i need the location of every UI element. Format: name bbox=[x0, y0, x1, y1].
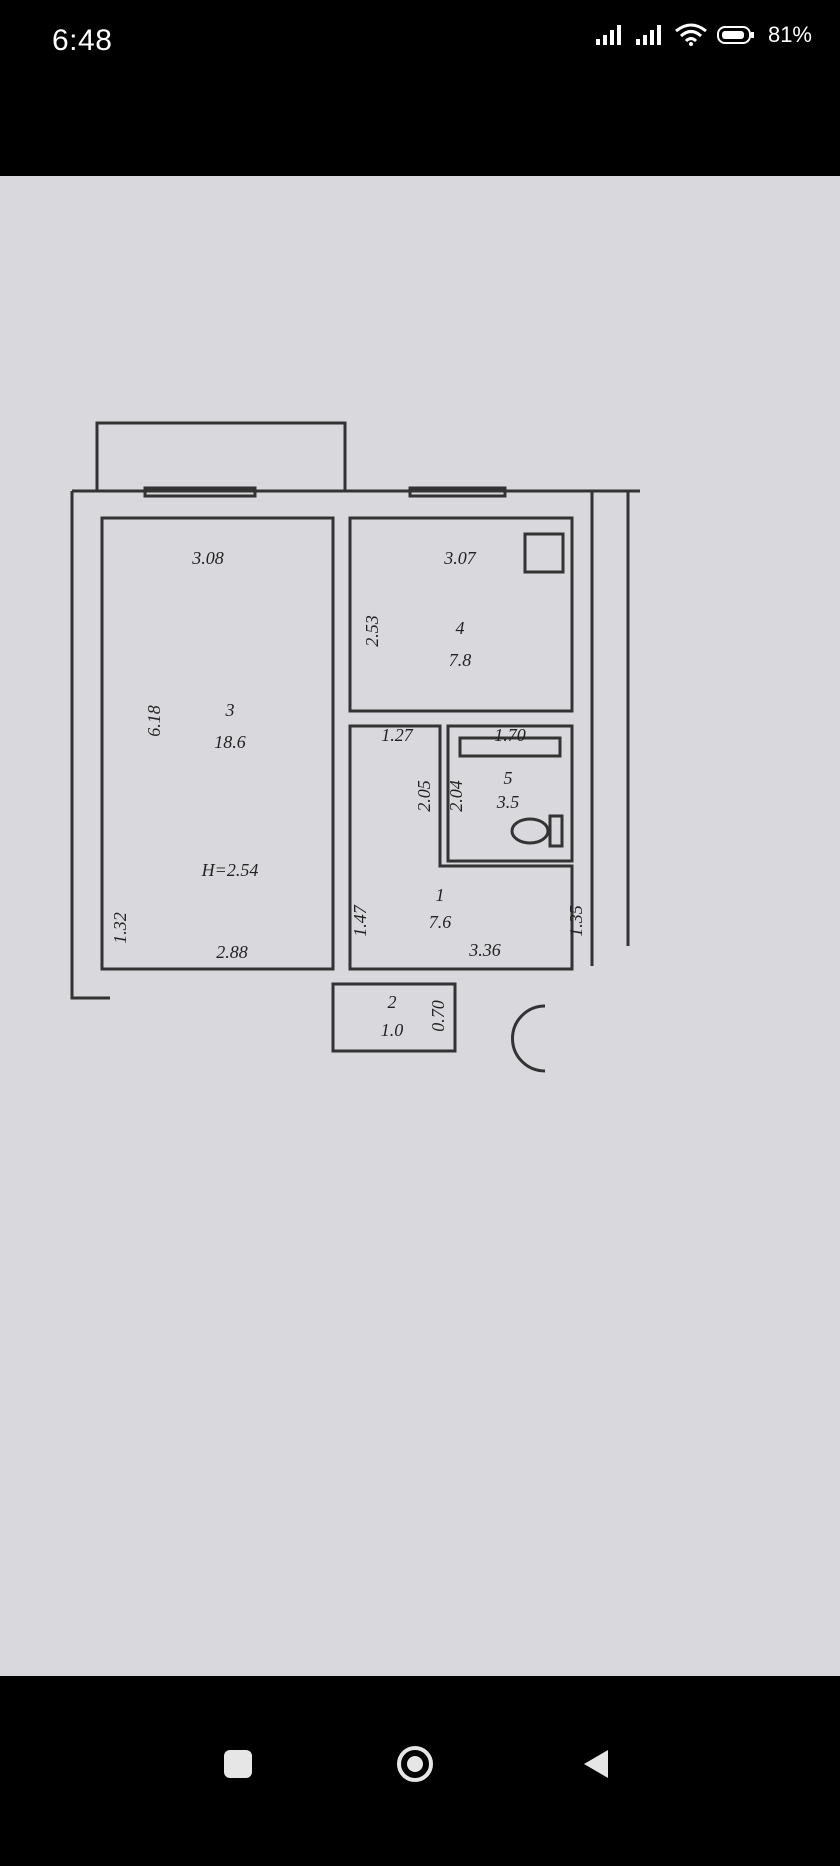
room-number: 5 bbox=[504, 768, 513, 788]
status-time: 6:48 bbox=[52, 24, 113, 57]
home-button[interactable] bbox=[395, 1744, 435, 1789]
dimension-label: 3.07 bbox=[443, 548, 477, 568]
room-number: 3 bbox=[225, 700, 235, 720]
room-area: 3.5 bbox=[496, 792, 520, 812]
room-area: 1.0 bbox=[381, 1020, 404, 1040]
dimension-label: 2.53 bbox=[362, 615, 382, 647]
dimension-label: 1.32 bbox=[110, 912, 130, 944]
floor-plan-image: 3.08 6.18 2.88 1.32 3.07 2.53 1.27 1.70 … bbox=[0, 176, 840, 1676]
room-number: 1 bbox=[436, 885, 445, 905]
dimension-label: 1.35 bbox=[566, 905, 586, 937]
dimension-label: 3.08 bbox=[191, 548, 224, 568]
room-area: 7.6 bbox=[429, 912, 452, 932]
ceiling-height: H=2.54 bbox=[201, 860, 259, 880]
room-number: 2 bbox=[388, 992, 397, 1012]
back-icon bbox=[584, 1750, 608, 1778]
battery-icon bbox=[716, 26, 754, 44]
room-number: 4 bbox=[456, 618, 465, 638]
dimension-label: 2.88 bbox=[216, 942, 248, 962]
recent-apps-icon bbox=[224, 1750, 252, 1778]
home-icon bbox=[397, 1746, 433, 1782]
wifi-icon bbox=[675, 23, 707, 46]
dimension-label: 2.05 bbox=[414, 780, 434, 812]
dimension-label: 6.18 bbox=[144, 705, 164, 737]
signal-icon bbox=[595, 25, 621, 45]
dimension-label: 1.27 bbox=[381, 725, 414, 745]
back-button[interactable] bbox=[580, 1748, 612, 1785]
recent-apps-button[interactable] bbox=[222, 1748, 254, 1785]
dimension-label: 1.47 bbox=[350, 904, 370, 937]
status-icons: 81% bbox=[594, 22, 812, 48]
dimension-label: 1.70 bbox=[494, 725, 526, 745]
dimension-label: 3.36 bbox=[468, 940, 501, 960]
room-area: 7.8 bbox=[449, 650, 472, 670]
signal-icon bbox=[635, 25, 661, 45]
room-area: 18.6 bbox=[214, 732, 246, 752]
navigation-bar bbox=[0, 1676, 840, 1866]
battery-percentage: 81% bbox=[767, 22, 812, 47]
status-bar: 6:48 81% bbox=[0, 0, 840, 88]
dimension-label: 2.04 bbox=[446, 780, 466, 812]
dimension-label: 0.70 bbox=[428, 1000, 448, 1032]
